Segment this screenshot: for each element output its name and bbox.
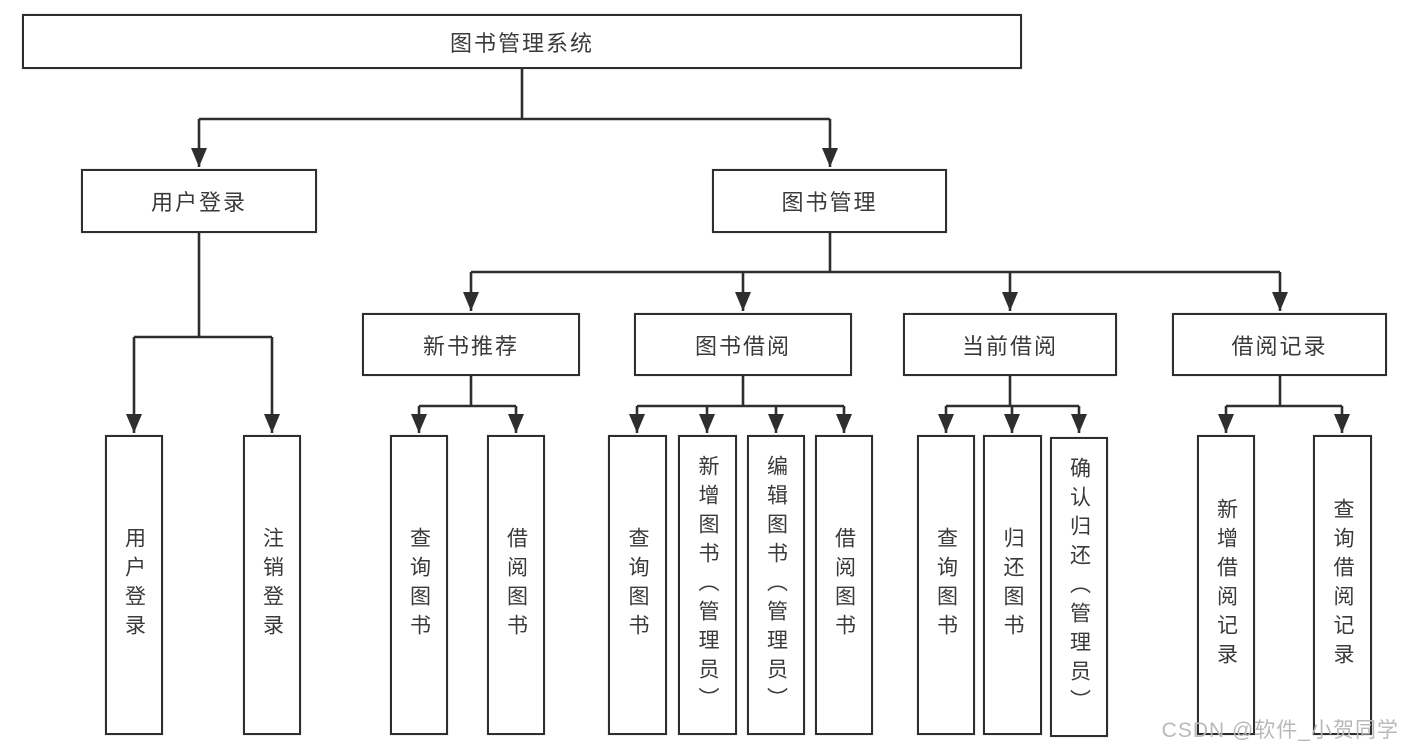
leaf-current-query-books: 查询图书 (917, 435, 975, 735)
leaf-newbook-borrow-books-label: 借阅图书 (504, 527, 528, 643)
leaf-user-login-label: 用户登录 (122, 527, 146, 643)
leaf-records-add-record-label: 新增借阅记录 (1214, 498, 1238, 672)
leaf-newbook-query-books: 查询图书 (390, 435, 448, 735)
leaf-current-confirm-return-admin-label: 确认归还（管理员） (1067, 456, 1091, 718)
node-book-management: 图书管理 (712, 169, 947, 233)
leaf-borrow-edit-books-admin-label: 编辑图书（管理员） (764, 454, 788, 716)
leaf-current-return-books-label: 归还图书 (1001, 527, 1024, 643)
node-user-login: 用户登录 (81, 169, 317, 233)
leaf-records-add-record: 新增借阅记录 (1197, 435, 1255, 735)
leaf-records-query-record-label: 查询借阅记录 (1331, 498, 1354, 672)
leaf-borrow-borrow-books: 借阅图书 (815, 435, 873, 735)
leaf-current-query-books-label: 查询图书 (934, 527, 958, 643)
leaf-current-confirm-return-admin: 确认归还（管理员） (1050, 437, 1108, 737)
leaf-logout-label: 注销登录 (260, 527, 284, 643)
leaf-records-query-record: 查询借阅记录 (1313, 435, 1372, 735)
node-user-login-label: 用户登录 (150, 190, 247, 215)
leaf-borrow-add-books-admin-label: 新增图书（管理员） (696, 454, 719, 716)
leaf-newbook-borrow-books: 借阅图书 (487, 435, 545, 735)
leaf-current-return-books: 归还图书 (983, 435, 1042, 735)
leaf-newbook-query-books-label: 查询图书 (407, 527, 431, 643)
leaf-borrow-borrow-books-label: 借阅图书 (832, 527, 856, 643)
node-root-label: 图书管理系统 (449, 30, 594, 56)
node-borrow-records: 借阅记录 (1172, 313, 1387, 376)
node-borrow-records-label: 借阅记录 (1231, 333, 1328, 359)
node-book-management-label: 图书管理 (781, 190, 878, 215)
node-book-borrow-label: 图书借阅 (694, 333, 791, 359)
node-current-borrow-label: 当前借阅 (961, 333, 1058, 359)
leaf-borrow-edit-books-admin: 编辑图书（管理员） (747, 435, 805, 735)
csdn-watermark: CSDN @软件_小贺同学 (1161, 719, 1399, 742)
leaf-borrow-add-books-admin: 新增图书（管理员） (678, 435, 737, 735)
node-root: 图书管理系统 (22, 14, 1022, 69)
leaf-logout: 注销登录 (243, 435, 301, 735)
node-new-book-recommend-label: 新书推荐 (422, 333, 519, 359)
node-current-borrow: 当前借阅 (903, 313, 1117, 376)
leaf-borrow-query-books-label: 查询图书 (626, 527, 649, 643)
node-book-borrow: 图书借阅 (634, 313, 852, 376)
leaf-user-login: 用户登录 (105, 435, 163, 735)
node-new-book-recommend: 新书推荐 (362, 313, 580, 376)
leaf-borrow-query-books: 查询图书 (608, 435, 667, 735)
